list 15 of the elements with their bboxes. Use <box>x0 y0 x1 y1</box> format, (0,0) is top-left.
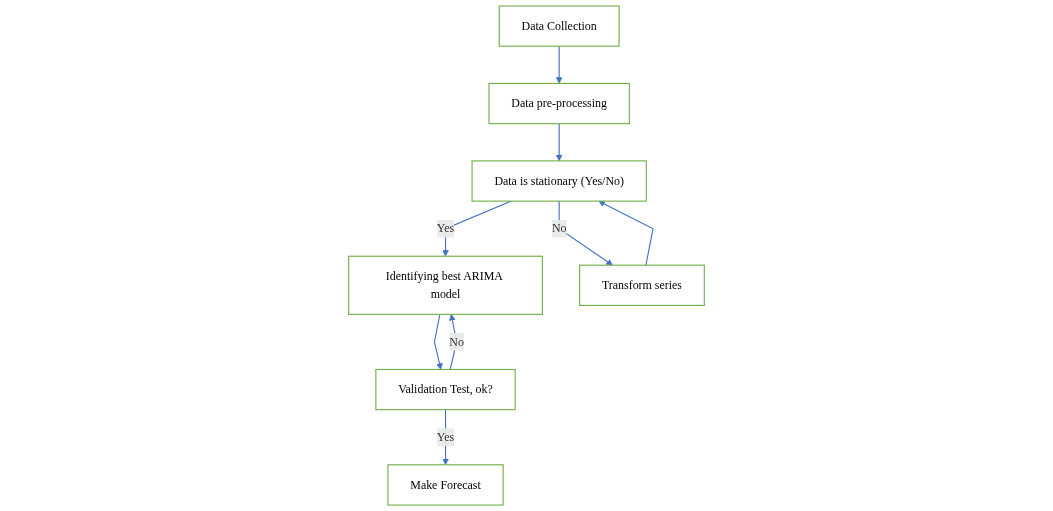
node-box: Identifying best ARIMA model <box>348 255 543 315</box>
node-box: Data is stationary (Yes/No) <box>471 160 647 202</box>
edge-label: Yes <box>436 430 455 444</box>
edge-label: No <box>551 221 567 235</box>
node-box: Data pre-processing <box>488 82 630 125</box>
node-box: Validation Test, ok? <box>375 368 516 411</box>
edge-label: Yes <box>436 221 455 235</box>
node-box: Transform series <box>579 264 705 306</box>
arrow <box>433 313 443 370</box>
edge-label: No <box>449 335 464 348</box>
arrow <box>598 200 654 266</box>
arrow <box>555 45 563 84</box>
node-box: Data Collection <box>498 5 620 47</box>
node-box: Make Forecast <box>387 464 504 506</box>
arrow <box>555 123 563 162</box>
